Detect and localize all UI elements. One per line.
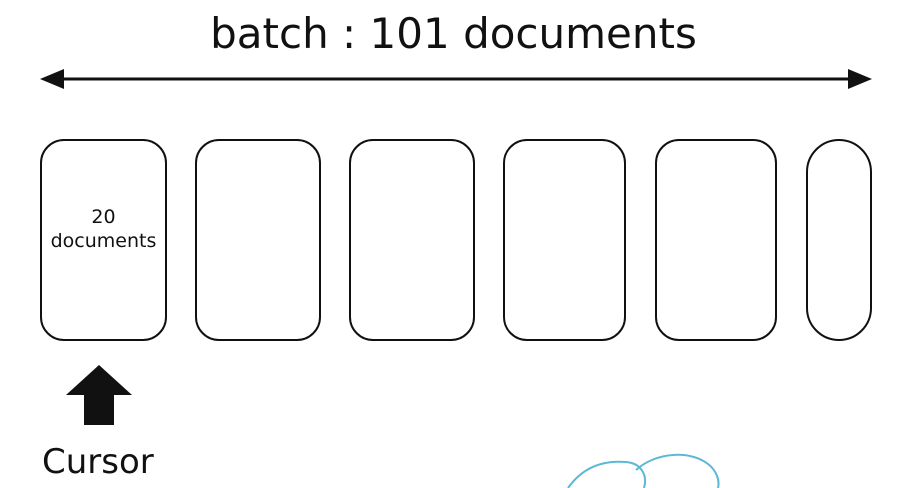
box-count: 20 [91, 206, 116, 228]
batch-title: batch : 101 documents [210, 9, 697, 58]
batch-box-1: 20 documents [40, 139, 167, 341]
box-label: 20 documents [42, 205, 165, 253]
up-arrow-icon [66, 365, 132, 425]
batch-box-6 [806, 139, 872, 341]
cursor-label: Cursor [42, 442, 154, 482]
batch-box-4 [503, 139, 626, 341]
double-headed-arrow-icon [40, 69, 872, 89]
box-unit: documents [50, 230, 157, 252]
batch-box-5 [655, 139, 777, 341]
batch-box-3 [349, 139, 475, 341]
pen-scribble [567, 453, 720, 488]
batch-box-2 [195, 139, 321, 341]
